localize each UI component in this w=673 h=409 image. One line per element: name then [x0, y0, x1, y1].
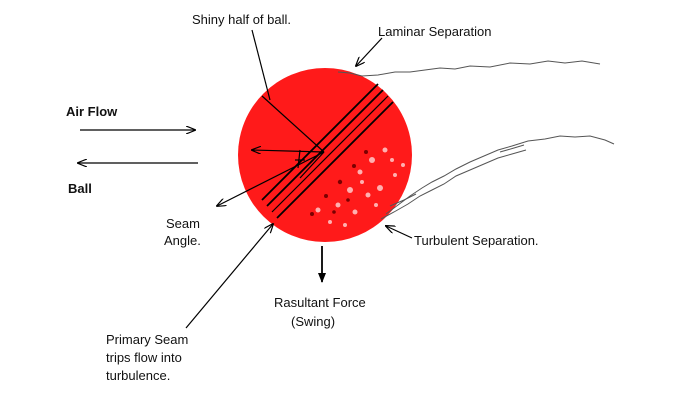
- air-flow-label: Air Flow: [66, 104, 118, 119]
- turbulent-separation-pointer: [386, 226, 413, 239]
- rough-side-speckles: [310, 147, 405, 227]
- laminar-separation-label: Laminar Separation: [378, 24, 491, 39]
- primary-seam-label-line3: turbulence.: [106, 368, 170, 383]
- turbulent-flow-line-upper: [385, 135, 615, 215]
- seam: [261, 83, 394, 219]
- laminar-flow-line: [337, 60, 601, 77]
- laminar-separation-pointer: [356, 37, 383, 66]
- resultant-force-label-line2: (Swing): [291, 314, 335, 329]
- ball-label: Ball: [68, 181, 92, 196]
- seam-angle-label-line2: Angle.: [164, 233, 201, 248]
- primary-seam-pointer: [185, 224, 273, 329]
- seam-angle-lines: [217, 95, 325, 206]
- seam-angle-label-line1: Seam: [166, 216, 200, 231]
- resultant-force-label-line1: Rasultant Force: [274, 295, 366, 310]
- shiny-half-label: Shiny half of ball.: [192, 12, 291, 27]
- turbulent-flow-line-lower: [380, 149, 527, 220]
- cricket-ball: [238, 68, 412, 242]
- primary-seam-label-line2: trips flow into: [106, 350, 182, 365]
- primary-seam-label-line1: Primary Seam: [106, 332, 188, 347]
- shiny-half-leader: [251, 29, 271, 101]
- turbulent-separation-label: Turbulent Separation.: [414, 233, 539, 248]
